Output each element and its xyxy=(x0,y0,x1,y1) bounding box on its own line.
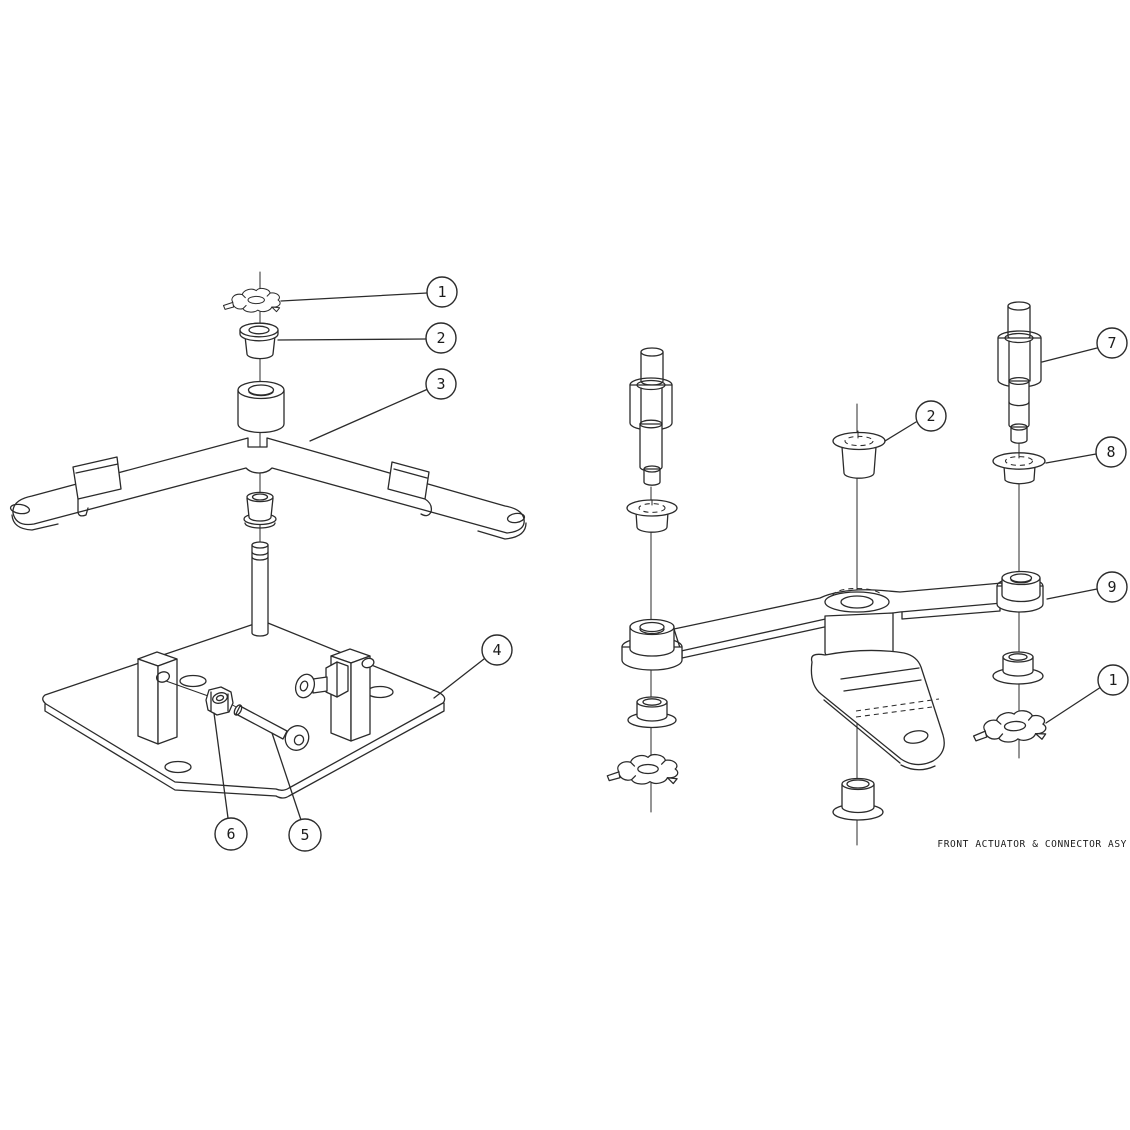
arm-right-hub xyxy=(996,570,1044,613)
callout-9-right: 9 xyxy=(1046,571,1128,603)
balloon xyxy=(425,322,457,354)
balloon xyxy=(288,818,322,852)
balloon-number: 8 xyxy=(1106,443,1115,461)
socket-screw xyxy=(233,704,310,751)
balloon xyxy=(425,368,457,400)
left-lower-bushing xyxy=(627,696,677,729)
actuator-lever-bracket xyxy=(810,649,945,771)
right-actuator-screw xyxy=(997,301,1042,444)
pivot-pin xyxy=(251,541,269,637)
screw-head xyxy=(284,725,310,751)
post-hole xyxy=(155,671,171,683)
assembled-screw-shaft xyxy=(312,676,328,694)
balloon-number: 5 xyxy=(300,826,309,844)
arm-hub-cylinder xyxy=(237,380,285,434)
balloon xyxy=(426,276,458,308)
balloon xyxy=(481,634,513,666)
bracket-hole xyxy=(903,730,929,744)
drawing-caption: FRONT ACTUATOR & CONNECTOR ASY xyxy=(937,839,1127,850)
balloon-number: 1 xyxy=(437,283,446,301)
balloon-number: 7 xyxy=(1107,334,1116,352)
arm-center-hole xyxy=(824,591,890,613)
callout-5-left: 5 xyxy=(271,732,322,852)
right-retainer-clip xyxy=(971,708,1048,746)
screw-tip xyxy=(361,657,375,669)
plate-hole xyxy=(164,760,192,774)
callout-6-left: 6 xyxy=(213,712,248,851)
apex-bushing xyxy=(243,491,277,529)
balloon xyxy=(1095,436,1127,468)
bottom-middle-bushing xyxy=(832,777,884,821)
callout-2-left: 2 xyxy=(277,322,457,354)
balloon xyxy=(1096,571,1128,603)
balloon-number: 2 xyxy=(436,329,445,347)
balloon-number: 4 xyxy=(492,641,501,659)
right-flanged-washer xyxy=(992,451,1046,485)
left-arm-clip xyxy=(72,456,122,517)
arm-left-hub xyxy=(621,618,683,671)
left-standoff-post xyxy=(137,651,178,745)
balloon-number: 1 xyxy=(1108,671,1117,689)
callout-4-left: 4 xyxy=(433,634,513,699)
callout-8-right: 8 xyxy=(1045,436,1127,468)
retainer-clip xyxy=(222,287,281,313)
balloon-number: 2 xyxy=(926,407,935,425)
balloon xyxy=(1096,327,1128,359)
callout-2-right: 2 xyxy=(884,400,947,442)
balloon xyxy=(1097,664,1129,696)
balloon xyxy=(915,400,947,432)
right-arm-clip xyxy=(387,461,433,517)
callout-1-left: 1 xyxy=(280,276,458,308)
callout-3-left: 3 xyxy=(309,368,457,442)
screw-socket xyxy=(299,680,309,692)
plate-pivot-arm-view: 1 2 3 4 5 6 xyxy=(9,271,527,852)
balloon xyxy=(214,817,248,851)
plate-hole xyxy=(179,674,207,688)
balloon-number: 6 xyxy=(226,825,235,843)
assembled-screw-head xyxy=(294,673,316,699)
balloon-number: 9 xyxy=(1107,578,1116,596)
balloon-number: 3 xyxy=(436,375,445,393)
screw-socket xyxy=(293,734,305,746)
callout-7-right: 7 xyxy=(1041,327,1128,363)
hex-nut xyxy=(205,686,234,716)
left-flanged-washer xyxy=(626,499,678,533)
right-standoff-post xyxy=(294,648,375,742)
left-retainer-clip xyxy=(606,753,679,785)
arm-end-hole xyxy=(506,512,526,524)
flanged-bushing xyxy=(239,322,279,360)
left-actuator-screw xyxy=(629,347,673,486)
callout-1-right: 1 xyxy=(1045,664,1129,724)
actuator-connector-view: 2 7 8 9 1 xyxy=(606,301,1129,846)
right-lower-bushing xyxy=(992,651,1044,685)
arm-end-hole xyxy=(9,503,31,515)
middle-flanged-bushing xyxy=(832,430,886,479)
